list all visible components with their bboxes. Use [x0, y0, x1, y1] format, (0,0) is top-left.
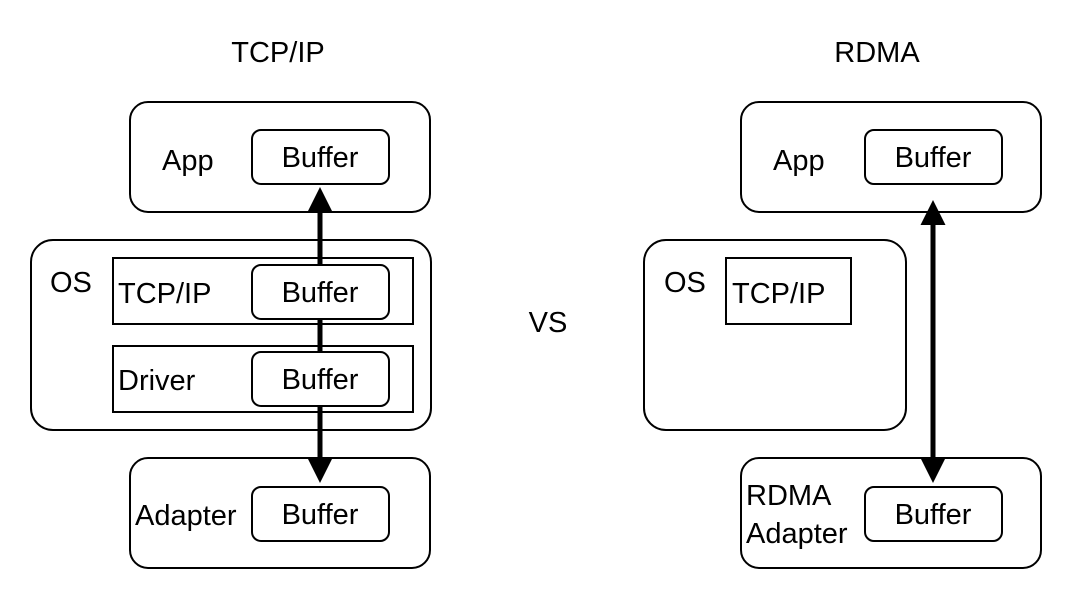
left-os-label: OS [50, 267, 92, 299]
right-adapter-buffer-box [864, 486, 1003, 542]
left-app-buffer-label: Buffer [282, 142, 359, 174]
right-app-buffer-label: Buffer [895, 142, 972, 174]
rdma-stack: RDMA App Buffer OS TCP/IP RDMA Adapter B… [643, 37, 1042, 569]
left-tcpip-label: TCP/IP [118, 278, 211, 310]
left-app-label: App [162, 145, 214, 177]
left-adapter-label: Adapter [135, 500, 237, 532]
left-driver-buffer-label: Buffer [282, 364, 359, 396]
right-adapter-label-line2: Adapter [746, 518, 848, 550]
right-tcpip-label: TCP/IP [732, 278, 825, 310]
right-os-label: OS [664, 267, 706, 299]
tcpip-stack: TCP/IP App Buffer OS TCP/IP Buffer Drive… [30, 37, 432, 569]
right-adapter-buffer-label: Buffer [895, 499, 972, 531]
left-adapter-buffer-label: Buffer [282, 499, 359, 531]
tcpip-stack-title: TCP/IP [231, 37, 324, 69]
vs-label: VS [529, 307, 568, 339]
right-tcpip-layer [725, 257, 852, 325]
left-adapter-buffer-box [251, 486, 390, 542]
right-app-label: App [773, 145, 825, 177]
right-app-buffer-box [864, 129, 1003, 185]
right-adapter-label-line1: RDMA [746, 480, 832, 512]
left-app-buffer-box [251, 129, 390, 185]
left-tcpip-buffer-label: Buffer [282, 277, 359, 309]
rdma-stack-title: RDMA [834, 37, 920, 69]
left-driver-label: Driver [118, 365, 196, 397]
